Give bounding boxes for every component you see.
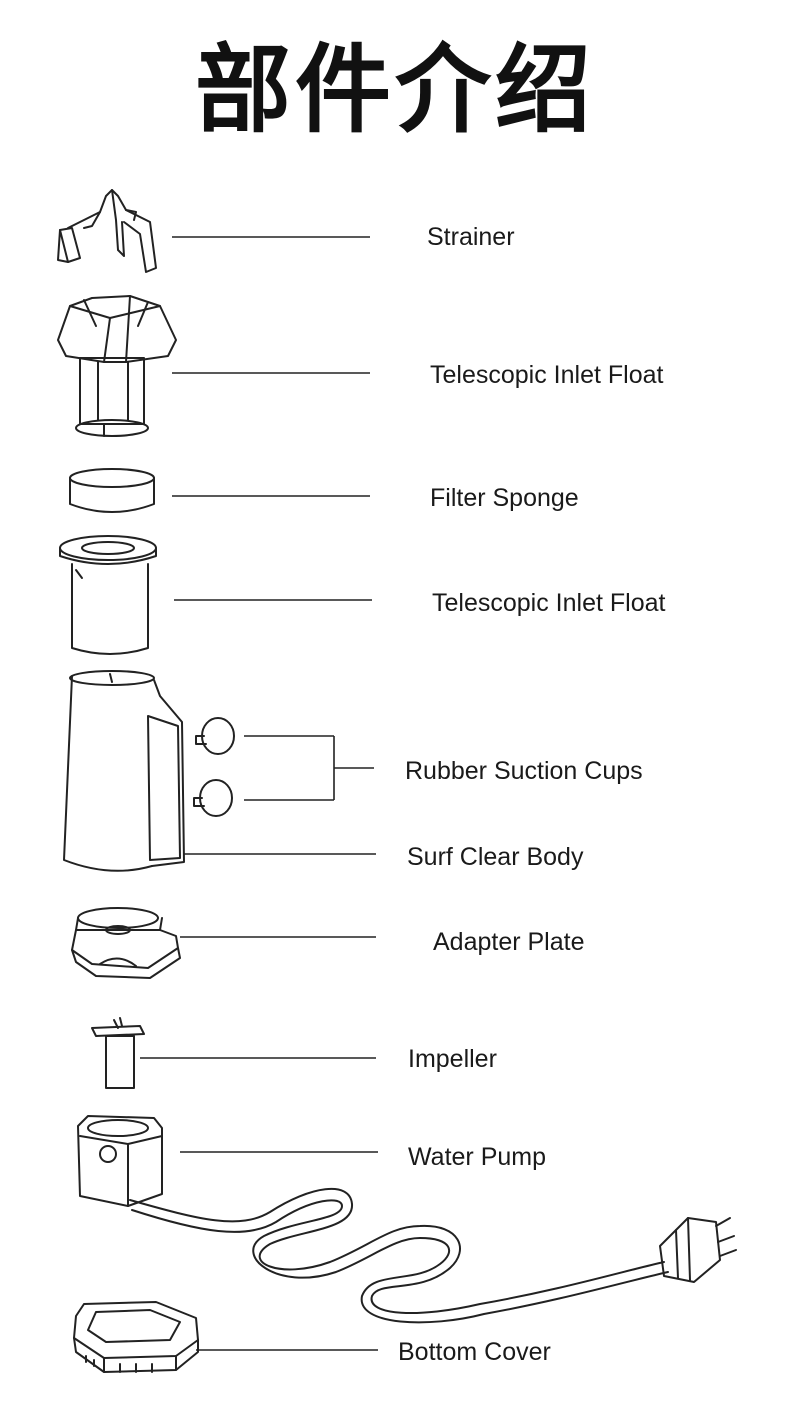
- impeller-drawing: [91, 1017, 145, 1089]
- filter-sponge-drawing: [69, 468, 155, 513]
- strainer-drawing: [57, 189, 157, 273]
- adapter-plate-drawing: [71, 907, 181, 979]
- telescopic-inlet-float-lower-drawing: [59, 535, 157, 655]
- rubber-suction-cups-leader: [244, 735, 374, 801]
- water-pump-drawing: [77, 1115, 737, 1324]
- label-rubber-suction-cups: Rubber Suction Cups: [405, 757, 643, 785]
- label-surf-clear-body: Surf Clear Body: [407, 843, 584, 871]
- page-title: 部件介绍: [195, 34, 595, 146]
- label-strainer: Strainer: [427, 223, 515, 251]
- label-impeller: Impeller: [408, 1045, 497, 1073]
- label-telescopic-inlet-float-lower: Telescopic Inlet Float: [432, 589, 666, 617]
- bottom-cover-drawing: [73, 1301, 199, 1373]
- label-telescopic-inlet-float-top: Telescopic Inlet Float: [430, 361, 664, 389]
- telescopic-inlet-float-top-drawing: [57, 295, 177, 437]
- label-water-pump: Water Pump: [408, 1143, 547, 1171]
- surf-clear-body-drawing: [63, 670, 235, 872]
- label-adapter-plate: Adapter Plate: [433, 928, 585, 956]
- label-filter-sponge: Filter Sponge: [430, 484, 579, 512]
- label-bottom-cover: Bottom Cover: [398, 1338, 551, 1366]
